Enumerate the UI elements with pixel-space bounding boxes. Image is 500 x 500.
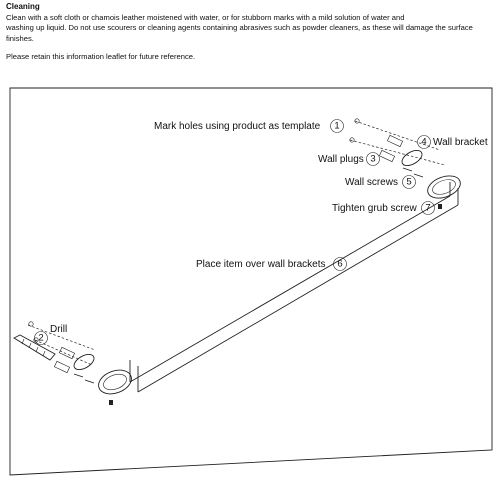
step-3-number: 3 — [370, 154, 375, 165]
step-5-label: Wall screws — [345, 177, 398, 188]
step-4-label: Wall bracket — [433, 137, 488, 148]
cleaning-text-line-2: washing up liquid. Do not use scourers o… — [6, 23, 473, 43]
step-2-callout: 2 Drill — [34, 324, 67, 345]
step-1-callout: Mark holes using product as template 1 — [154, 119, 344, 133]
step-1-number: 1 — [334, 121, 339, 132]
step-6-number: 6 — [337, 259, 342, 270]
right-wall-bracket — [427, 175, 461, 209]
step-4-number: 4 — [421, 137, 426, 148]
step-3-label: Wall plugs — [318, 154, 364, 165]
towel-rail — [129, 182, 459, 393]
left-exploded-parts — [27, 321, 96, 384]
drill-bit-icon — [13, 334, 56, 361]
cleaning-text-line-1: Clean with a soft cloth or chamois leath… — [6, 12, 405, 22]
left-wall-bracket — [98, 369, 132, 405]
step-4-callout: 4 Wall bracket — [417, 135, 488, 149]
cleaning-heading: Cleaning — [6, 2, 40, 11]
step-7-label: Tighten grub screw — [332, 203, 417, 214]
step-5-number: 5 — [406, 177, 411, 188]
wall-panel — [9, 87, 493, 476]
step-7-callout: Tighten grub screw 7 — [332, 201, 435, 215]
step-6-callout: Place item over wall brackets 6 — [196, 257, 347, 271]
step-3-callout: Wall plugs 3 — [318, 152, 380, 166]
cleaning-instructions: Cleaning Clean with a soft cloth or cham… — [6, 2, 496, 63]
step-2-label: Drill — [50, 324, 67, 335]
step-2-number: 2 — [38, 333, 43, 344]
retain-leaflet-note: Please retain this information leaflet f… — [6, 52, 196, 62]
step-6-label: Place item over wall brackets — [196, 259, 326, 270]
step-1-label: Mark holes using product as template — [154, 121, 321, 132]
step-7-number: 7 — [425, 203, 430, 214]
step-5-callout: Wall screws 5 — [345, 175, 416, 189]
right-exploded-parts — [349, 118, 446, 178]
